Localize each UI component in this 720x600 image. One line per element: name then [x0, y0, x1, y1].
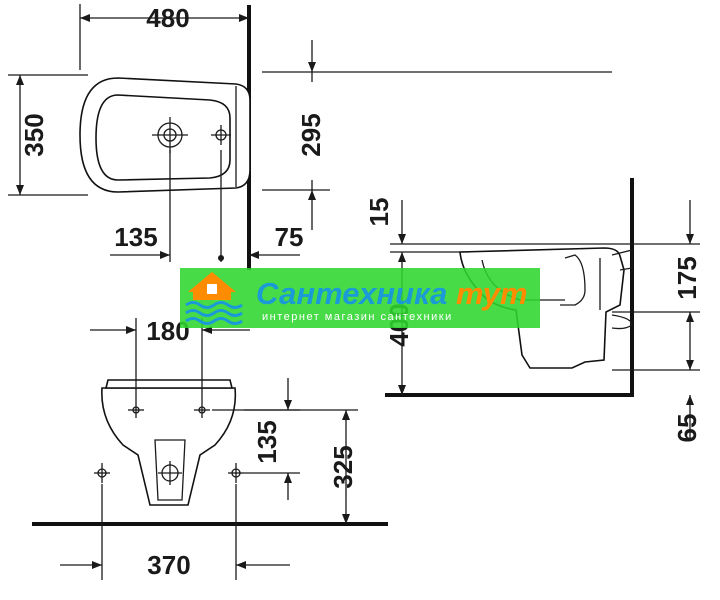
watermark-background: [180, 268, 540, 328]
dim-370-arrow-left: [92, 561, 102, 569]
dim-135-arrow: [160, 251, 170, 259]
watermark-subtitle: интернет магазин сантехники: [262, 311, 453, 323]
dim-135f-label: 135: [252, 420, 282, 463]
dim-180-arrow-left: [126, 326, 136, 334]
dim-65-label: 65: [672, 414, 702, 443]
dim-15-label: 15: [364, 198, 394, 227]
front-view: 180 135 325 370: [32, 316, 388, 580]
dim-175-arrow-top: [686, 234, 694, 244]
dim-135f-arrow-top: [284, 400, 292, 410]
top-view: 480 350 295 135 75: [8, 3, 612, 270]
dim-370-arrow-right: [236, 561, 246, 569]
dim-295-arrow-bottom: [308, 190, 316, 200]
watermark-title: Сантехника тут: [256, 276, 528, 311]
dim-135f-arrow-bottom: [284, 473, 292, 483]
dim-295-arrow-top: [308, 62, 316, 72]
dim-75-arrow: [249, 251, 259, 259]
front-bidet-base: [154, 439, 186, 501]
watermark-title-part2: тут: [456, 276, 528, 311]
house-logo-icon: [185, 272, 243, 325]
dim-325-label: 325: [328, 445, 358, 488]
front-bidet-rim: [104, 379, 234, 389]
dim-350-label: 350: [19, 113, 49, 156]
dim-75-label: 75: [275, 222, 304, 252]
dim-65-arrow: [686, 395, 694, 405]
side-fixing: [611, 249, 633, 271]
side-bracket: [611, 314, 633, 330]
front-bidet-body: [101, 387, 237, 506]
side-inner-line: [560, 254, 586, 306]
dim-175-label: 175: [672, 256, 702, 299]
dim-135-top-label: 135: [114, 222, 157, 252]
watermark-title-part1: Сантехника: [256, 276, 447, 311]
dim-center-dot: [218, 255, 224, 261]
dim-15-arrow: [398, 234, 406, 244]
dim-295-label: 295: [296, 113, 326, 156]
watermark-banner: Сантехника тут интернет магазин сантехни…: [180, 268, 540, 328]
dim-370-label: 370: [147, 550, 190, 580]
dim-480-label: 480: [146, 3, 189, 33]
top-bidet-bowl: [95, 94, 231, 181]
